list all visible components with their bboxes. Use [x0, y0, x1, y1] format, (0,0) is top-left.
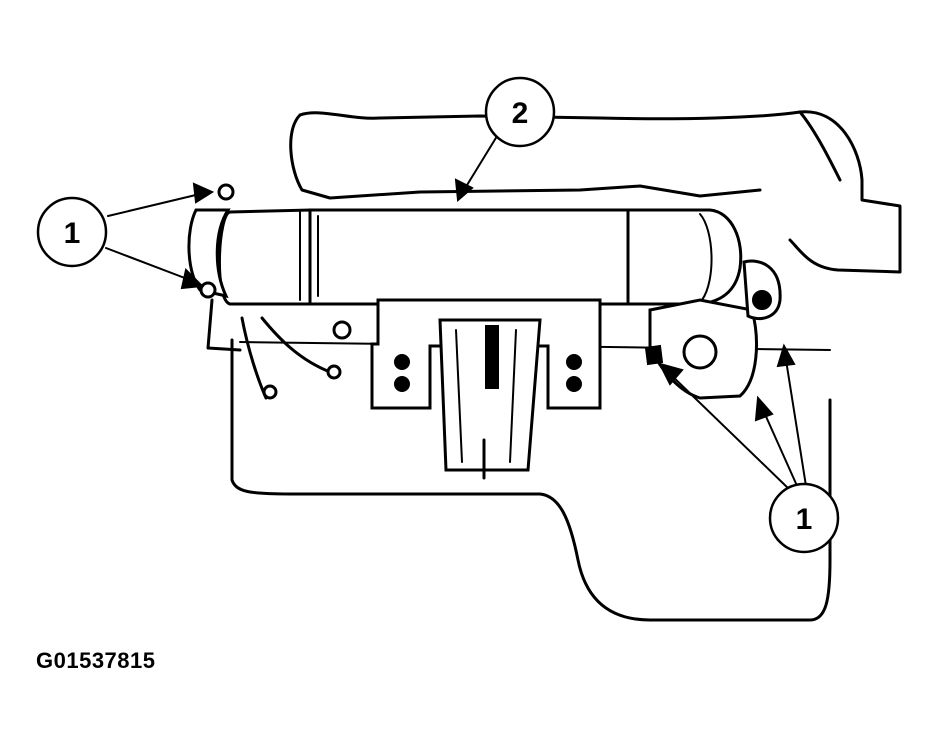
right-fitting-housing [644, 259, 782, 400]
cooler-assembly [187, 208, 743, 306]
callout-1-left: 1 [36, 196, 108, 268]
callout-2-label: 2 [512, 97, 529, 130]
callout-1-right: 1 [768, 482, 840, 554]
left-cooler-lines [206, 298, 342, 400]
figure-id: G01537815 [36, 648, 156, 673]
callout-1-right-label: 1 [796, 503, 813, 536]
left-fasteners [199, 183, 235, 299]
mounting-bracket [332, 298, 602, 480]
callout-1-left-label: 1 [64, 217, 81, 250]
leader-arrows [105, 127, 807, 491]
callout-2: 2 [484, 76, 556, 148]
